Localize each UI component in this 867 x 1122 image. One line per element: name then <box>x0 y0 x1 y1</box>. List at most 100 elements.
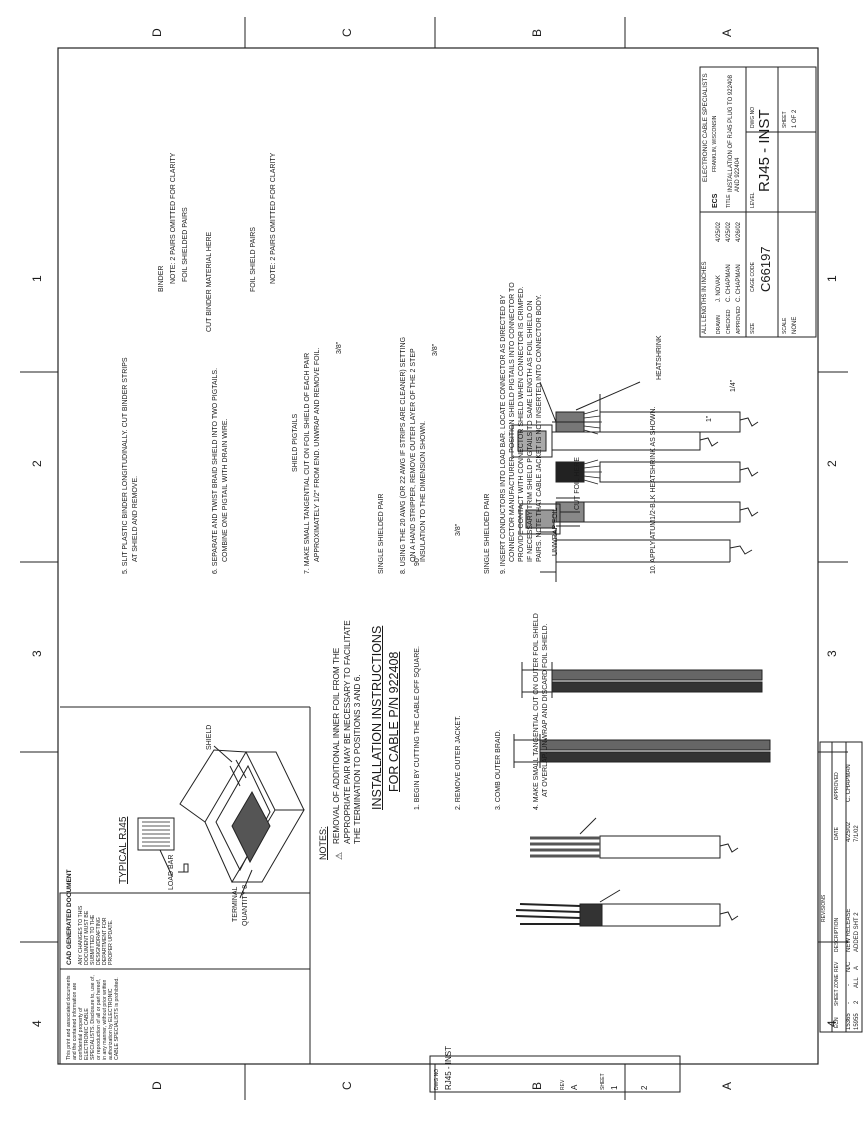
dwg-number: RJ45 - INST <box>756 109 773 192</box>
step-1-text: 1. BEGIN BY CUTTING THE CABLE OFF SQUARE… <box>414 646 421 810</box>
zone-top-2: 2 <box>30 460 44 467</box>
stamp-dwg-label: DWG NO <box>434 1068 440 1090</box>
rev-row1-ecn: 15365 <box>846 1013 852 1030</box>
terminal-label: TERMINAL <box>232 886 239 922</box>
zone-bottom-1: 1 <box>825 275 839 282</box>
rev-header-rev: REV <box>834 961 840 972</box>
step-6-text-line1: 6. SEPARATE AND TWIST BRAID SHIELD INTO … <box>212 367 219 574</box>
install-title-line2: FOR CABLE P/N 922408 <box>387 651 401 792</box>
zone-top-3: 3 <box>30 650 44 657</box>
rev-row1-approved: C. CHAPMAN <box>846 764 852 802</box>
step5-cable-drawing <box>515 889 739 927</box>
step-8-dimension: 3/8" <box>432 343 439 356</box>
step1-cable-drawing <box>540 528 753 582</box>
zone-left-d: D <box>150 1081 164 1090</box>
step4-cable-drawing <box>555 381 759 435</box>
step-5-text-line1: 5. SLIT PLASTIC BINDER LONGITUDINALLY. C… <box>122 357 129 574</box>
step-9-text-line5: PAIRS. NOTE THAT CABLE JACKET IS NOT INS… <box>536 294 543 562</box>
zone-left-b: B <box>530 1081 544 1090</box>
rev-header-zone: ZONE <box>834 974 840 988</box>
zone-bottom-2: 2 <box>825 460 839 467</box>
zone-left-a: A <box>720 1081 734 1090</box>
step-2-dimension: 3/8" <box>455 523 462 536</box>
rev-header-description: DESCRIPTION <box>834 917 840 952</box>
title-block-grid <box>699 66 817 338</box>
zone-right-b: B <box>530 28 544 37</box>
step-5-foil-label: FOIL SHIELDED PAIRS <box>182 207 189 282</box>
step-4-text-line2: AT OVERLAP. UNWRAP AND DISCARD FOIL SHIE… <box>542 623 549 798</box>
drawn-date: 4/25/02 <box>716 221 722 242</box>
step-7-text-line2: APPROXIMATELY 1/2" FROM END. UNWRAP AND … <box>314 347 321 562</box>
step-8-text-line3: INSULATION TO THE DIMENSION SHOWN. <box>420 420 427 562</box>
rev-row2-description: ADDED SHT 2 <box>854 912 860 952</box>
load-bar-drawing <box>137 817 189 877</box>
checked-label: CHECKED <box>726 309 732 334</box>
step6-cable-drawing <box>530 817 739 859</box>
proprietary-notice: This print and associated documents and … <box>66 975 120 1060</box>
drawing-title: INSTALLATION OF RJ45 PLUG TO 922408 AND … <box>728 75 741 192</box>
stamp-dwg-number: RJ45 - INST <box>444 1045 453 1090</box>
company-name: ELECTRONIC CABLE SPECIALISTS <box>702 73 709 182</box>
step2-cable-drawing <box>555 497 759 527</box>
rev-header-ecn: ECN <box>834 1017 840 1028</box>
scale-label: SCALE <box>782 317 788 334</box>
step9-connector-drawing <box>519 503 580 535</box>
revisions-title: REVISIONS <box>821 894 827 922</box>
step10-cable-drawing <box>511 381 719 458</box>
step-10-dimension-1: 1" <box>706 415 713 422</box>
zone-left-c: C <box>340 1081 354 1090</box>
revision-grid <box>429 741 863 1093</box>
note-1-text: REMOVAL OF ADDITIONAL INNER FOIL FROM TH… <box>332 620 362 844</box>
step-10-dimension-2: 1/4" <box>730 379 737 392</box>
step-7-text-line1: 7. MAKE SMALL TANGENTIAL CUT ON FOIL SHI… <box>304 352 311 574</box>
step-8-text-line1: 8. USING THE 20 AWG (OR 22 AWG IF STRIPS… <box>400 336 407 574</box>
stamp-sheet-label: SHEET <box>600 1073 606 1090</box>
step-4-cut-label: CUT FOIL HERE <box>574 457 581 510</box>
step-6-pigtails-label: SHIELD PIGTAILS <box>292 413 299 472</box>
zone-top-1: 1 <box>30 275 44 282</box>
step-5-text-line2: AT SHIELD AND REMOVE. <box>132 475 139 562</box>
step-9-text-line4: IF NECESSARY TRIM SHIELD PIGTAILS TO SAM… <box>527 300 534 562</box>
level-label: LEVEL <box>750 192 756 208</box>
rev-row2-date: 7/1/02 <box>854 825 860 842</box>
step-2-text: 2. REMOVE OUTER JACKET. <box>455 715 462 810</box>
cad-notice-title: CAD GENERATED DOCUMENT <box>66 869 73 965</box>
step-4-unwrap-label: UNWRAP FOIL <box>552 507 559 557</box>
step-7-pair-label: SINGLE SHIELDED PAIR <box>378 493 385 574</box>
cage-code: C66197 <box>758 246 773 292</box>
sheet-label: SHEET <box>782 111 788 128</box>
stamp-rev-label: REV <box>560 1079 566 1090</box>
step-9-text-line2: CONNECTOR MANUFACTURER. POSITION SHIELD … <box>509 282 516 562</box>
step-6-text-line2: COMBINE ONE PIGTAIL WITH DRAIN WIRE. <box>222 418 229 562</box>
rev-row1-date: 4/25/02 <box>846 821 852 842</box>
step-4-text-line1: 4. MAKE SMALL TANGENTIAL CUT ON OUTER FO… <box>533 613 540 810</box>
approved-name: C. CHAPMAN <box>736 264 742 302</box>
title-label: TITLE <box>726 194 732 208</box>
stamp-rev: A <box>570 1084 579 1090</box>
step-6-note: NOTE: 2 PAIRS OMITTED FOR CLARITY <box>270 152 277 284</box>
checked-name: C. CHAPMAN <box>726 264 732 302</box>
checked-date: 4/25/02 <box>726 221 732 242</box>
step-5-note: NOTE: 2 PAIRS OMITTED FOR CLARITY <box>170 152 177 284</box>
step8-pair-drawing <box>521 662 763 698</box>
company-location: FRANKLIN, WISCONSIN <box>712 115 718 172</box>
zone-bottom-3: 3 <box>825 650 839 657</box>
step-10-text: 10. APPLY ATUM1/2-BLK HEATSHRINK AS SHOW… <box>650 406 657 574</box>
step-9-text-line3: PROVIDE CONTACT WITH CONNECTOR SHIELD WH… <box>518 286 525 562</box>
step-9-text-line1: 9. INSERT CONDUCTORS INTO LOAD BAR. LOCA… <box>500 294 507 574</box>
border-frame <box>57 47 819 1065</box>
terminal-quantity: QUANTITY 8 <box>242 884 249 926</box>
zone-right-d: D <box>150 28 164 37</box>
rj45-connector-drawing <box>179 745 305 899</box>
step-5-cut-label: CUT BINDER MATERIAL HERE <box>206 231 213 332</box>
lengths-note: ALL LENGTHS IN INCHES <box>702 261 708 334</box>
rev-row2-rev: A <box>854 965 860 970</box>
sheet-value: 1 OF 2 <box>792 109 798 128</box>
step-8-pair-label: SINGLE SHIELDED PAIR <box>484 493 491 574</box>
load-bar-label: LOAD BAR <box>168 854 175 890</box>
approved-date: 4/26/02 <box>736 221 742 242</box>
rev-row2-ecn: 15955 <box>854 1013 860 1030</box>
